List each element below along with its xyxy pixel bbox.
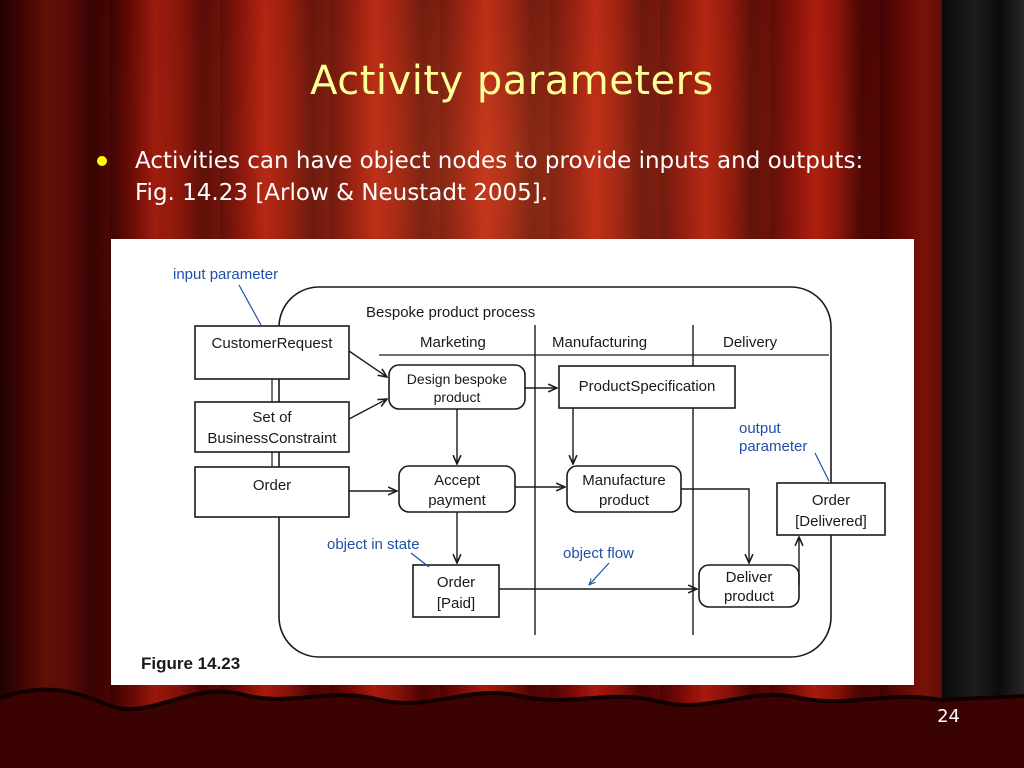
input-business-constraint bbox=[194, 401, 350, 453]
partition-delivery: Delivery bbox=[723, 334, 778, 351]
object-order-paid-label-1: Order bbox=[437, 574, 475, 591]
annotation-output-parameter-2: parameter bbox=[739, 438, 807, 455]
curtain-valance bbox=[0, 687, 1024, 768]
action-deliver-product bbox=[698, 564, 800, 608]
bullet-text: Activities can have object nodes to prov… bbox=[135, 145, 945, 209]
bullet-icon bbox=[97, 156, 107, 166]
object-product-spec-label: ProductSpecification bbox=[579, 378, 716, 395]
annotation-object-flow: object flow bbox=[563, 545, 634, 562]
input-customer-request bbox=[194, 325, 350, 380]
input-customer-request-label: CustomerRequest bbox=[212, 335, 334, 352]
action-design-label-1: Design bespoke bbox=[407, 371, 508, 387]
input-order bbox=[194, 466, 350, 518]
annotation-input-parameter: input parameter bbox=[173, 266, 278, 283]
right-drape bbox=[942, 0, 1024, 768]
action-accept-label-1: Accept bbox=[434, 472, 481, 489]
annotation-output-parameter-1: output bbox=[739, 420, 782, 437]
bullet-line-1: Activities can have object nodes to prov… bbox=[135, 148, 864, 174]
action-manufacture-label-1: Manufacture bbox=[582, 472, 665, 489]
slide-number: 24 bbox=[937, 706, 960, 727]
bullet-line-2: Fig. 14.23 [Arlow & Neustadt 2005]. bbox=[135, 180, 549, 206]
partition-manufacturing: Manufacturing bbox=[552, 334, 647, 351]
annotation-flow-pointer bbox=[589, 562, 610, 585]
annotation-object-in-state: object in state bbox=[327, 536, 420, 553]
action-deliver-label-1: Deliver bbox=[726, 569, 773, 586]
object-order-delivered-label-1: Order bbox=[812, 492, 850, 509]
annotation-state-pointer bbox=[410, 552, 430, 568]
annotation-input-pointer bbox=[238, 284, 262, 326]
object-product-specification bbox=[558, 365, 736, 409]
slide-title: Activity parameters bbox=[310, 58, 714, 104]
figure-image: Bespoke product process Marketing Manufa… bbox=[111, 239, 914, 685]
input-constraint-label-1: Set of bbox=[252, 409, 292, 426]
partition-marketing: Marketing bbox=[420, 334, 486, 351]
action-accept-label-2: payment bbox=[428, 492, 486, 509]
object-order-paid bbox=[412, 564, 500, 618]
action-manufacture-label-2: product bbox=[599, 492, 650, 509]
action-design-label-2: product bbox=[434, 389, 481, 405]
input-constraint-label-2: BusinessConstraint bbox=[207, 430, 337, 447]
flow-request-to-design bbox=[348, 350, 387, 377]
flow-constraint-to-design bbox=[348, 399, 387, 420]
flow-manufacture-to-deliver bbox=[681, 488, 749, 563]
annotation-output-pointer bbox=[814, 452, 830, 482]
activity-name: Bespoke product process bbox=[366, 304, 535, 321]
object-order-paid-label-2: [Paid] bbox=[437, 595, 475, 612]
object-order-delivered bbox=[776, 482, 886, 536]
action-deliver-label-2: product bbox=[724, 588, 775, 605]
input-order-label: Order bbox=[253, 477, 291, 494]
figure-caption: Figure 14.23 bbox=[141, 654, 240, 673]
object-order-delivered-label-2: [Delivered] bbox=[795, 513, 867, 530]
activity-diagram: Bespoke product process Marketing Manufa… bbox=[141, 266, 886, 673]
